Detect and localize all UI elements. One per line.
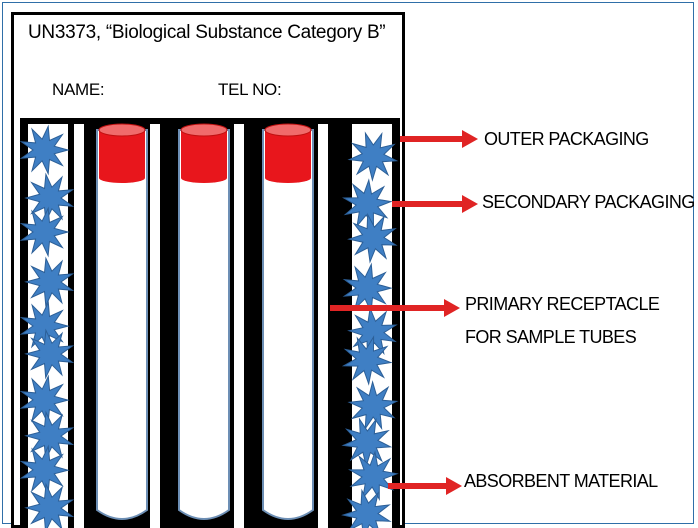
wall-gap <box>234 124 244 528</box>
starburst-icon <box>347 131 399 182</box>
wall-gap <box>318 124 328 528</box>
starburst-icon <box>19 124 70 176</box>
starburst-icon <box>24 482 75 528</box>
starburst-icon <box>19 300 70 352</box>
primary-receptacle-label-line2: FOR SAMPLE TUBES <box>465 327 637 347</box>
secondary-packaging-label: SECONDARY PACKAGING <box>482 192 695 212</box>
sample-tube <box>178 123 230 520</box>
tel-field: TEL NO: <box>218 80 282 99</box>
starburst-icon <box>347 212 398 264</box>
sample-tube <box>96 123 148 520</box>
wall-gap <box>150 124 160 528</box>
starburst-icon <box>342 262 393 314</box>
absorbent-material-left <box>19 124 75 528</box>
right-arrow-icon <box>388 477 462 495</box>
right-arrow-icon <box>392 195 478 213</box>
starburst-icon <box>24 328 75 380</box>
starburst-icon <box>341 417 393 468</box>
outer-packaging-label: OUTER PACKAGING <box>484 129 649 149</box>
starburst-icon <box>341 335 393 386</box>
starburst-icon <box>341 488 392 528</box>
starburst-icon <box>19 206 70 258</box>
primary-receptacle-label-line1: PRIMARY RECEPTACLE <box>465 294 660 314</box>
starburst-icon <box>24 410 75 462</box>
starburst-icon <box>19 374 70 426</box>
starburst-icon <box>347 380 399 431</box>
starburst-icon <box>24 172 75 224</box>
starburst-icon <box>341 178 393 229</box>
starburst-icon <box>347 450 399 502</box>
right-arrow-icon <box>330 299 460 317</box>
starburst-icon <box>19 444 70 496</box>
label-title: UN3373, “Biological Substance Category B… <box>28 22 386 43</box>
starburst-icon <box>24 256 75 308</box>
absorbent-material-right <box>341 131 399 528</box>
name-field: NAME: <box>52 80 105 99</box>
sample-tube <box>262 123 314 520</box>
wall-gap <box>74 124 84 528</box>
absorbent-material-label: ABSORBENT MATERIAL <box>464 471 658 491</box>
right-arrow-icon <box>400 130 478 148</box>
